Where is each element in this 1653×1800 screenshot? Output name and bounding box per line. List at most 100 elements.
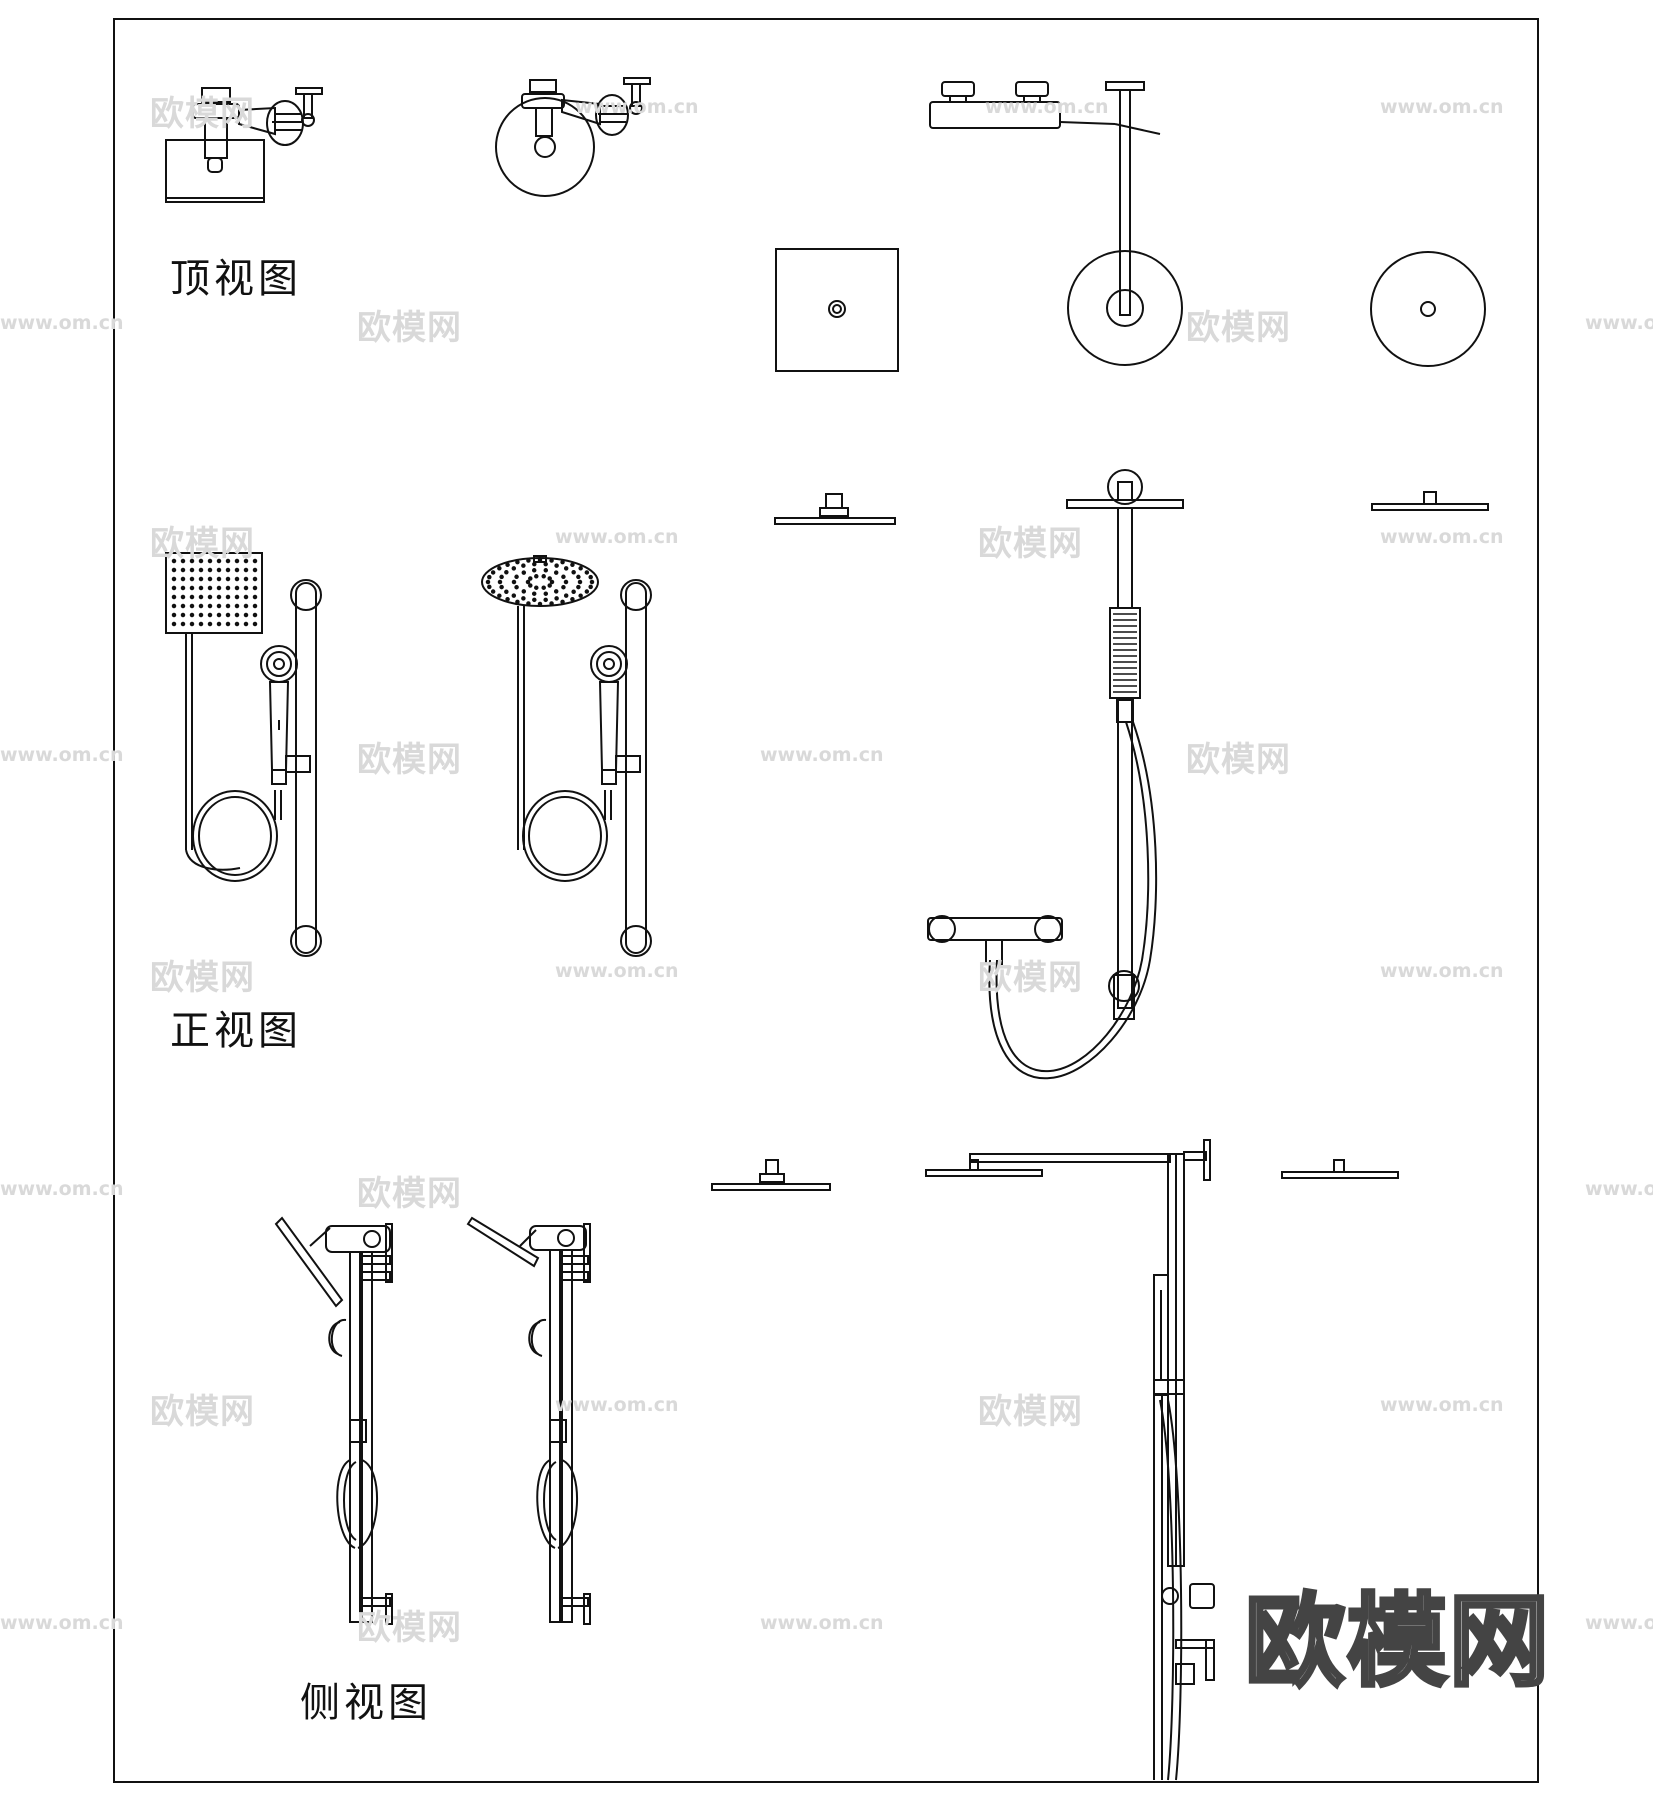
nozzle-dot bbox=[189, 567, 195, 573]
nozzle-dot bbox=[252, 558, 258, 564]
nozzle-dot bbox=[234, 576, 240, 582]
nozzle-dot bbox=[537, 601, 543, 607]
nozzle-dot bbox=[243, 603, 249, 609]
nozzle-dot bbox=[243, 567, 249, 573]
nozzle-dot bbox=[571, 570, 576, 575]
nozzle-dot bbox=[180, 558, 186, 564]
nozzle-dot bbox=[207, 594, 213, 600]
side-view-square-head bbox=[711, 1159, 831, 1191]
nozzle-dot bbox=[532, 561, 537, 567]
nozzle-dot bbox=[554, 596, 559, 601]
nozzle-dot bbox=[485, 579, 491, 585]
nozzle-dot bbox=[511, 579, 517, 585]
nozzle-dot bbox=[225, 594, 231, 600]
watermark-cn: 欧模网 bbox=[1186, 740, 1291, 780]
nozzle-dot bbox=[588, 574, 593, 580]
nozzle-dot bbox=[252, 621, 258, 627]
nozzle-dot bbox=[216, 567, 222, 573]
nozzle-dot bbox=[234, 594, 240, 600]
top-view-square-shower bbox=[165, 87, 323, 203]
nozzle-dot bbox=[216, 576, 222, 582]
nozzle-dot bbox=[234, 567, 240, 573]
nozzle-dot bbox=[497, 579, 503, 585]
watermark-cn: 欧模网 bbox=[978, 958, 1083, 998]
nozzle-dot bbox=[225, 558, 231, 564]
nozzle-dot bbox=[252, 594, 258, 600]
nozzle-dot bbox=[225, 621, 231, 627]
nozzle-dot bbox=[252, 603, 258, 609]
watermark-url: www.om.cn bbox=[760, 744, 884, 766]
front-view-square-head bbox=[774, 493, 896, 525]
nozzle-dot bbox=[561, 574, 566, 580]
nozzle-dot bbox=[198, 612, 204, 618]
nozzle-dot bbox=[252, 567, 258, 573]
nozzle-dot bbox=[234, 603, 240, 609]
nozzle-dot bbox=[490, 589, 496, 594]
nozzle-dot bbox=[571, 589, 576, 594]
nozzle-dot bbox=[252, 576, 258, 582]
watermark-cn: 欧模网 bbox=[150, 94, 255, 134]
nozzle-dot bbox=[534, 585, 539, 590]
nozzle-dot bbox=[216, 621, 222, 627]
nozzle-dot bbox=[189, 594, 195, 600]
watermark-url: www.om.cn bbox=[575, 96, 699, 118]
nozzle-dot bbox=[528, 576, 533, 581]
nozzle-dot bbox=[543, 568, 549, 573]
watermark-url: www.om.cn bbox=[0, 1612, 124, 1634]
nozzle-dot bbox=[526, 558, 531, 563]
nozzle-dot bbox=[504, 589, 509, 594]
nozzle-dot bbox=[198, 558, 204, 564]
nozzle-dot bbox=[198, 603, 204, 609]
square-head-nozzles bbox=[171, 558, 258, 627]
nozzle-dot bbox=[514, 584, 519, 590]
nozzle-dot bbox=[252, 612, 258, 618]
label-side-view: 侧视图 bbox=[300, 1680, 432, 1726]
nozzle-dot bbox=[189, 585, 195, 591]
watermark-url: www.om.cn bbox=[1380, 526, 1504, 548]
nozzle-dot bbox=[216, 585, 222, 591]
nozzle-dot bbox=[547, 576, 552, 581]
nozzle-dot bbox=[549, 558, 554, 563]
nozzle-dot bbox=[198, 576, 204, 582]
nozzle-dot bbox=[532, 597, 537, 603]
nozzle-dot bbox=[180, 603, 186, 609]
nozzle-dot bbox=[243, 612, 249, 618]
nozzle-dot bbox=[570, 596, 575, 602]
nozzle-dot bbox=[578, 593, 583, 598]
nozzle-dot bbox=[584, 570, 590, 575]
side-view-column-shower bbox=[925, 1139, 1215, 1781]
nozzle-dot bbox=[207, 567, 213, 573]
nozzle-dot bbox=[243, 621, 249, 627]
nozzle-dot bbox=[180, 585, 186, 591]
nozzle-dot bbox=[534, 574, 539, 579]
nozzle-dot bbox=[207, 621, 213, 627]
front-view-square-rain-shower bbox=[165, 552, 322, 957]
label-top-view: 顶视图 bbox=[170, 256, 302, 302]
watermark-cn: 欧模网 bbox=[1186, 308, 1291, 348]
watermark-url: www.om.cn bbox=[1585, 312, 1653, 334]
watermark-url: www.om.cn bbox=[985, 96, 1109, 118]
watermark-cn: 欧模网 bbox=[978, 524, 1083, 564]
top-view-thermostat-shower bbox=[929, 81, 1183, 366]
nozzle-dot bbox=[189, 558, 195, 564]
label-front-view: 正视图 bbox=[170, 1008, 302, 1054]
nozzle-dot bbox=[207, 576, 213, 582]
nozzle-dot bbox=[541, 574, 546, 579]
nozzle-dot bbox=[549, 601, 554, 606]
watermark-url: www.om.cn bbox=[555, 960, 679, 982]
watermark-url: www.om.cn bbox=[555, 1394, 679, 1416]
nozzle-dot bbox=[511, 593, 517, 598]
nozzle-dot bbox=[180, 612, 186, 618]
nozzle-dot bbox=[505, 562, 510, 568]
front-view-column-shower bbox=[927, 469, 1184, 1080]
nozzle-dot bbox=[225, 585, 231, 591]
nozzle-dot bbox=[515, 599, 520, 605]
nozzle-dot bbox=[225, 612, 231, 618]
nozzle-dot bbox=[207, 558, 213, 564]
nozzle-dot bbox=[563, 593, 569, 598]
nozzle-dot bbox=[543, 591, 549, 596]
nozzle-dot bbox=[504, 570, 509, 575]
nozzle-dot bbox=[180, 567, 186, 573]
watermark-url: www.om.cn bbox=[760, 1612, 884, 1634]
